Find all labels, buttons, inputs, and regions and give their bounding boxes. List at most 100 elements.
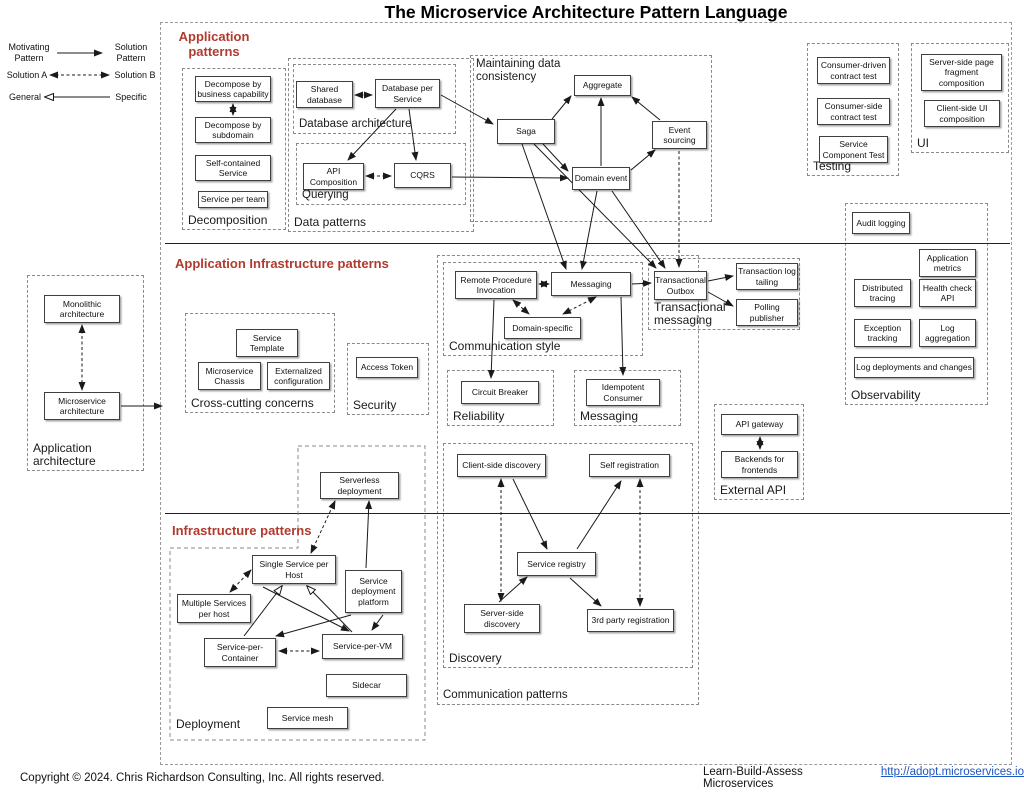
node-log-deployments-and-changes: Log deployments and changes <box>854 357 974 378</box>
group-security-label: Security <box>353 397 397 412</box>
group-maintaining-data-consistency-label: Maintaining data consistency <box>476 58 561 83</box>
node-consumer-side-contract-test: Consumer-side contract test <box>817 98 890 125</box>
legend-specific: Specific <box>115 92 147 102</box>
group-discovery: Discovery <box>443 443 693 668</box>
group-reliability-label: Reliability <box>453 408 505 423</box>
node-microservice-architecture: Microservice architecture <box>44 392 120 420</box>
node-monolithic-architecture: Monolithic architecture <box>44 295 120 323</box>
group-communication-style: Communication style <box>443 262 643 356</box>
node-decompose-by-subdomain: Decompose by subdomain <box>195 117 271 143</box>
node-server-side-discovery: Server-side discovery <box>464 604 540 633</box>
adopt-microservices-link[interactable]: http://adopt.microservices.io <box>880 766 1024 778</box>
group-communication-style-label: Communication style <box>449 338 561 353</box>
node-database-per-service: Database per Service <box>375 79 440 108</box>
node-transactional-outbox: Transactional Outbox <box>654 271 707 300</box>
group-observability: Observability <box>845 203 988 405</box>
group-querying-label: Querying <box>302 189 349 202</box>
copyright-text: Copyright © 2024. Chris Richardson Consu… <box>20 772 385 784</box>
group-application-architecture-label: Application architecture <box>33 440 96 468</box>
node-client-side-discovery: Client-side discovery <box>457 454 546 477</box>
group-messaging-label: Messaging <box>580 408 639 423</box>
group-security: Security <box>347 343 429 415</box>
node-serverless-deployment: Serverless deployment <box>320 472 399 499</box>
group-ui-label: UI <box>917 135 929 150</box>
group-data-patterns-label: Data patterns <box>294 214 367 229</box>
node-consumer-driven-contract-test: Consumer-driven contract test <box>817 57 890 84</box>
group-decomposition-label: Decomposition <box>188 212 268 227</box>
node-service-template: Service Template <box>236 329 298 357</box>
node-self-registration: Self registration <box>589 454 670 477</box>
group-reliability: Reliability <box>447 370 554 426</box>
node-service-component-test: Service Component Test <box>819 136 888 163</box>
legend-solution-b: Solution B <box>114 70 156 80</box>
node-messaging: Messaging <box>551 272 631 296</box>
node-saga: Saga <box>497 119 555 144</box>
node-service-per-vm: Service-per-VM <box>322 634 403 659</box>
section-application-patterns: Application patterns <box>178 29 250 59</box>
group-transactional-messaging-label: Transactional messaging <box>654 299 726 327</box>
node-service-registry: Service registry <box>517 552 596 576</box>
legend-solution-pattern: Solution Pattern <box>114 42 148 63</box>
node-3rd-party-registration: 3rd party registration <box>587 609 674 632</box>
node-audit-logging: Audit logging <box>852 212 910 234</box>
group-external-api-label: External API <box>720 482 787 497</box>
node-idempotent-consumer: Idempotent Consumer <box>586 379 660 406</box>
group-external-api: External API <box>714 404 804 500</box>
legend-solution-a: Solution A <box>6 70 48 80</box>
node-server-side-page-fragment-composition: Server-side page fragment composition <box>921 54 1002 91</box>
section-infrastructure-patterns: Infrastructure patterns <box>172 523 312 538</box>
node-service-per-team: Service per team <box>198 191 268 208</box>
node-single-service-per-host: Single Service per Host <box>252 555 336 584</box>
group-communication-patterns-label: Communication patterns <box>443 689 568 702</box>
node-polling-publisher: Polling publisher <box>736 299 798 326</box>
node-domain-event: Domain event <box>572 167 630 190</box>
group-database-architecture-label: Database architecture <box>299 118 412 131</box>
node-domain-specific: Domain-specific <box>504 317 581 339</box>
node-shared-database: Shared database <box>296 81 353 108</box>
group-transactional-messaging: Transactional messaging <box>648 258 800 330</box>
group-messaging: Messaging <box>574 370 681 426</box>
page-title-text: The Microservice Architecture Pattern La… <box>374 2 798 22</box>
divider-infrastructure <box>165 513 1010 514</box>
legend-motivating-pattern: Motivating Pattern <box>8 42 50 63</box>
node-decompose-by-business-capability: Decompose by business capability <box>195 76 271 102</box>
node-backends-for-frontends: Backends for frontends <box>721 451 798 478</box>
node-service-deployment-platform: Service deployment platform <box>345 570 402 613</box>
group-data-patterns: Data patterns <box>288 58 474 232</box>
group-querying: Querying <box>296 143 466 205</box>
divider-application-infrastructure <box>165 243 1010 244</box>
node-sidecar: Sidecar <box>326 674 407 697</box>
node-microservice-chassis: Microservice Chassis <box>198 362 261 390</box>
group-decomposition: Decomposition <box>182 68 286 230</box>
node-api-composition: API Composition <box>303 163 364 190</box>
node-cqrs: CQRS <box>394 163 451 188</box>
node-externalized-configuration: Externalized configuration <box>267 362 330 390</box>
footer-tagline: Learn-Build-Assess Microservices <box>703 766 803 790</box>
node-api-gateway: API gateway <box>721 414 798 435</box>
node-client-side-ui-composition: Client-side UI composition <box>924 100 1000 127</box>
node-transaction-log-tailing: Transaction log tailing <box>736 263 798 290</box>
pattern-language-frame <box>160 22 1012 765</box>
node-log-aggregation: Log aggregation <box>919 319 976 347</box>
node-multiple-services-per-host: Multiple Services per host <box>177 594 251 623</box>
group-database-architecture: Database architecture <box>293 64 456 134</box>
legend-general: General <box>8 92 42 102</box>
group-cross-cutting-concerns: Cross-cutting concerns <box>185 313 335 413</box>
group-communication-patterns: Communication patterns <box>437 255 699 705</box>
footer-right: Learn-Build-Assess Microservices http://… <box>703 766 1024 790</box>
node-exception-tracking: Exception tracking <box>854 319 911 347</box>
node-application-metrics: Application metrics <box>919 249 976 277</box>
group-ui: UI <box>911 43 1009 153</box>
section-application-infrastructure-patterns: Application Infrastructure patterns <box>175 256 389 271</box>
node-aggregate: Aggregate <box>574 75 631 96</box>
group-discovery-label: Discovery <box>449 650 502 665</box>
group-application-architecture: Application architecture <box>27 275 144 471</box>
node-event-sourcing: Event sourcing <box>652 121 707 149</box>
node-self-contained-service: Self-contained Service <box>195 155 271 181</box>
node-circuit-breaker: Circuit Breaker <box>461 381 539 404</box>
node-service-mesh: Service mesh <box>267 707 348 729</box>
node-distributed-tracing: Distributed tracing <box>854 279 911 307</box>
node-service-per-container: Service-per-Container <box>204 638 276 667</box>
node-access-token: Access Token <box>356 357 418 378</box>
